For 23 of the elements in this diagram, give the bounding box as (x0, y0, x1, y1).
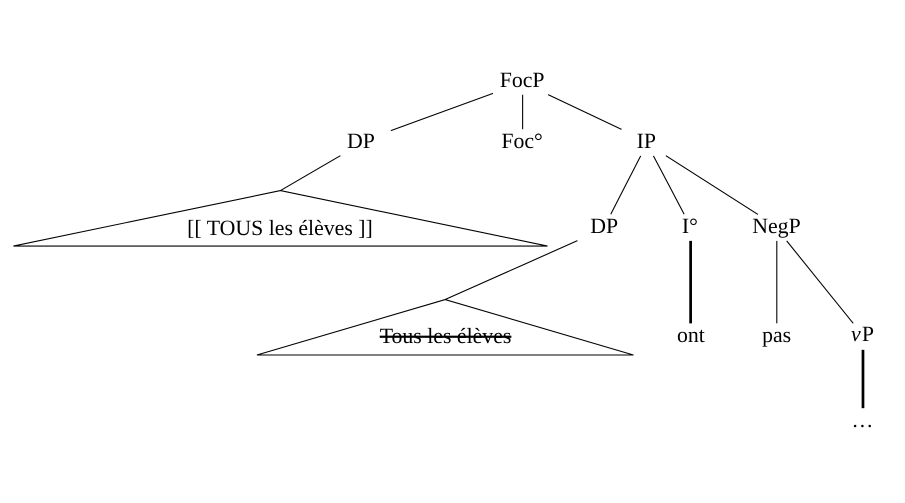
node-text: FocP (499, 68, 544, 92)
connector (776, 240, 777, 324)
connector (688, 240, 692, 324)
node-text: … (851, 408, 873, 432)
connector (786, 240, 854, 324)
connector (665, 155, 758, 215)
connector (522, 94, 523, 130)
node-text: pas (762, 322, 791, 347)
node-text: Foc° (500, 129, 542, 153)
connector (547, 94, 622, 130)
connector (444, 240, 578, 300)
connector (861, 350, 864, 408)
connector (390, 92, 493, 132)
connector (610, 156, 641, 214)
node-text: NegP (752, 214, 800, 238)
node-text: I° (681, 214, 698, 238)
node-text: ont (676, 322, 704, 347)
node-text: DP (346, 129, 374, 153)
node-text: DP (590, 214, 618, 238)
node-text: IP (636, 129, 656, 153)
node-text: vP (850, 322, 874, 346)
connector (652, 156, 684, 214)
connector (280, 155, 340, 192)
